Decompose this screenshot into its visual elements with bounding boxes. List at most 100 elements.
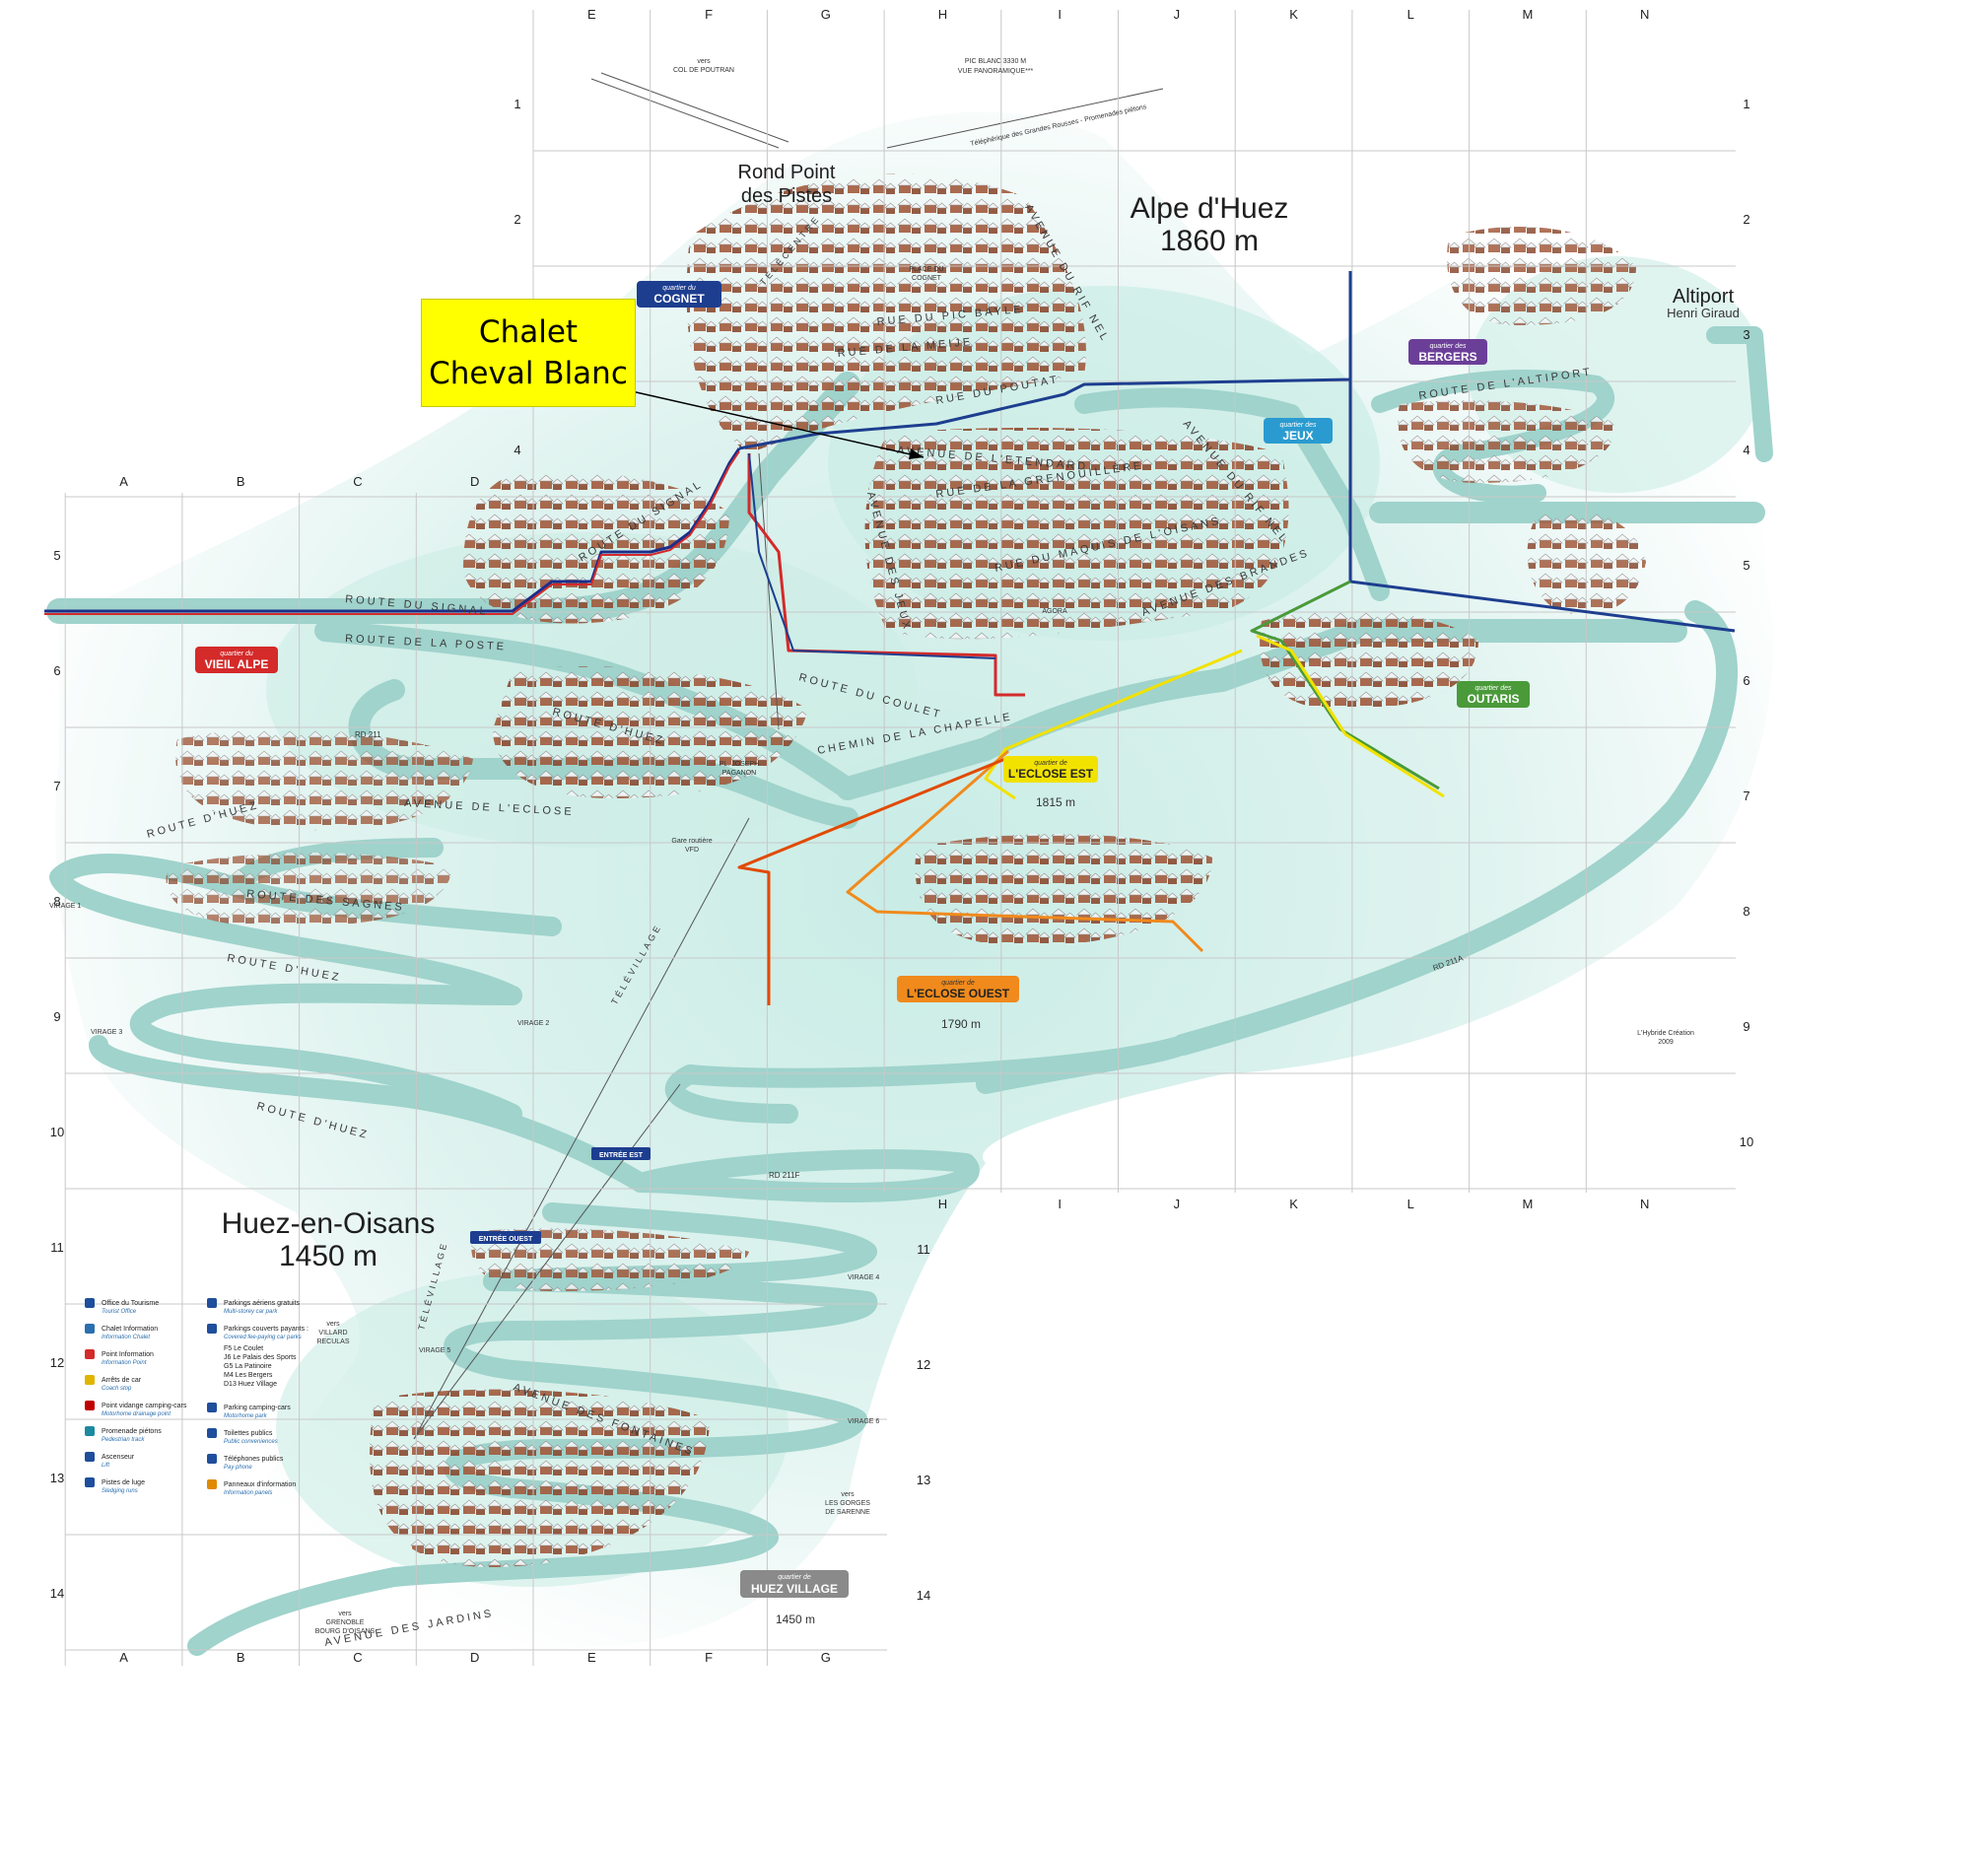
- legend-item-title: Chalet Information: [102, 1326, 158, 1333]
- grid-row-label-mid-lower: 13: [917, 1473, 930, 1487]
- grid-row-label-right: 9: [1743, 1019, 1749, 1034]
- legend-item-title: Parking camping-cars: [224, 1405, 291, 1411]
- legend-item-subtitle: Information Point: [102, 1360, 147, 1366]
- grid-col-label-west: A: [119, 474, 128, 489]
- lift-icon: [85, 1452, 95, 1462]
- svg-text:BERGERS: BERGERS: [1418, 350, 1476, 364]
- svg-text:quartier du: quartier du: [220, 651, 253, 657]
- quartier-eclose-ouest-badge: quartier de L'ECLOSE OUEST: [897, 976, 1019, 1002]
- svg-text:PIC BLANC 3330 M: PIC BLANC 3330 M: [965, 58, 1026, 65]
- huez-village-altitude: 1450 m: [776, 1612, 815, 1626]
- svg-text:vers: vers: [697, 58, 711, 65]
- grid-col-label-west: D: [470, 474, 479, 489]
- alpe-dhuez-name: Alpe d'Huez: [1131, 192, 1289, 225]
- svg-text:quartier de: quartier de: [941, 980, 975, 987]
- huez-en-oisans-name: Huez-en-Oisans: [222, 1207, 436, 1240]
- gare-routiere-2: VFD: [685, 847, 699, 854]
- legend-item-title: Promenade piétons: [102, 1428, 162, 1435]
- map-signature: L'Hybride Création: [1637, 1030, 1694, 1037]
- grid-row-label-left: 5: [53, 548, 60, 563]
- grid-col-label-top: H: [938, 7, 947, 22]
- pl-joseph-paganon: PL. JOSEPH: [720, 761, 759, 768]
- quartier-cognet-badge: quartier du COGNET: [637, 281, 721, 308]
- grid-row-label-mid-lower: 11: [917, 1242, 930, 1257]
- legend-item-subtitle: Pay phone: [224, 1465, 252, 1471]
- legend-item-subtitle: Covered fee-paying car parks: [224, 1335, 302, 1340]
- entree-ouest-badge: ENTRÉE OUEST: [470, 1231, 541, 1244]
- grid-row-label-right: 6: [1743, 673, 1749, 688]
- svg-text:L'ECLOSE OUEST: L'ECLOSE OUEST: [907, 987, 1010, 1000]
- grid-col-label-top: G: [821, 7, 831, 22]
- payphone-icon: [207, 1454, 217, 1464]
- legend-item-subtitle: Information Chalet: [102, 1335, 150, 1340]
- grid-col-label-bottom: C: [353, 1650, 362, 1665]
- tourist-office-icon: [85, 1298, 95, 1308]
- grid-row-label-left: 9: [53, 1009, 60, 1024]
- grid-row-label-right: 4: [1743, 443, 1749, 457]
- grid-col-label-bottom: A: [119, 1650, 128, 1665]
- grid-col-label-top: N: [1640, 7, 1649, 22]
- legend-item-subtitle: Public conveniences: [224, 1439, 278, 1445]
- grid-row-label-right: 10: [1740, 1134, 1753, 1149]
- grid-col-label-top: L: [1407, 7, 1414, 22]
- grid-col-label-top: E: [587, 7, 596, 22]
- legend-item-title: Ascenseur: [102, 1454, 135, 1461]
- grid-col-label-top: K: [1289, 7, 1298, 22]
- grid-row-label-right: 5: [1743, 558, 1749, 573]
- legend-item-title: Téléphones publics: [224, 1456, 284, 1463]
- svg-text:COL DE POUTRAN: COL DE POUTRAN: [673, 67, 734, 74]
- altiport-name: Altiport: [1673, 286, 1735, 308]
- coach-stop-icon: [85, 1375, 95, 1385]
- svg-text:quartier de: quartier de: [778, 1574, 811, 1581]
- rond-point-label: Rond Point: [738, 162, 836, 183]
- svg-text:VUE PANORAMIQUE***: VUE PANORAMIQUE***: [958, 68, 1034, 75]
- legend-item-title: Point vidange camping-cars: [102, 1403, 187, 1409]
- grid-row-label-left: 6: [53, 663, 60, 678]
- legend-item-title: Panneaux d'information: [224, 1481, 296, 1488]
- grid-col-label-top: F: [705, 7, 713, 22]
- legend-item-title: Pistes de luge: [102, 1479, 145, 1486]
- motorhome-park-icon: [207, 1403, 217, 1412]
- grid-col-label-west: C: [353, 474, 362, 489]
- map-signature-year: 2009: [1658, 1039, 1674, 1046]
- place-du-cognet: PLACE DU: [909, 266, 943, 273]
- svg-text:quartier des: quartier des: [1280, 422, 1317, 429]
- legend-item-subtitle: Information panels: [224, 1490, 272, 1496]
- grid-row-label-left: 7: [53, 779, 60, 793]
- grid-row-label-left: 10: [50, 1125, 64, 1139]
- grid-row-label-right: 7: [1743, 789, 1749, 803]
- svg-text:GRENOBLE: GRENOBLE: [326, 1619, 365, 1626]
- legend-item-title: Parkings aériens gratuits: [224, 1300, 301, 1307]
- grid-col-label-top: J: [1174, 7, 1181, 22]
- grid-row-label-mid-lower: 14: [917, 1588, 930, 1603]
- svg-text:L'ECLOSE EST: L'ECLOSE EST: [1008, 767, 1094, 781]
- grid-row-label-left: 14: [50, 1586, 64, 1601]
- grid-row-label-mid: 2: [514, 212, 520, 227]
- callout-line-1: Chalet: [478, 314, 579, 350]
- grid-col-label-lower: J: [1174, 1197, 1181, 1211]
- grid-col-label-lower: M: [1523, 1197, 1534, 1211]
- buildings: [166, 173, 1646, 1567]
- virage-2: VIRAGE 2: [517, 1020, 549, 1027]
- virage-3: VIRAGE 3: [91, 1029, 122, 1036]
- grid-row-label-left: 13: [50, 1471, 64, 1485]
- grid-col-label-lower: N: [1640, 1197, 1649, 1211]
- virage-4: VIRAGE 4: [848, 1274, 879, 1281]
- svg-text:COGNET: COGNET: [653, 292, 705, 306]
- grid-col-label-lower: H: [938, 1197, 947, 1211]
- grid-row-label-right: 1: [1743, 97, 1749, 111]
- virage-5: VIRAGE 5: [419, 1347, 450, 1354]
- legend-item-subtitle: Motorhome drainage point: [102, 1411, 171, 1417]
- legend-item-title: Parkings couverts payants :: [224, 1326, 308, 1333]
- grid-col-label-bottom: G: [821, 1650, 831, 1665]
- callout-line-2: Cheval Blanc: [429, 356, 628, 391]
- svg-text:BOURG D'OISANS: BOURG D'OISANS: [315, 1628, 376, 1635]
- grid-col-label-lower: L: [1407, 1197, 1414, 1211]
- virage-labels: VIRAGE 1 VIRAGE 2 VIRAGE 3 VIRAGE 4 VIRA…: [49, 903, 879, 1425]
- svg-text:quartier de: quartier de: [1034, 760, 1067, 767]
- parking-free-icon: [207, 1298, 217, 1308]
- svg-text:HUEZ VILLAGE: HUEZ VILLAGE: [751, 1582, 838, 1596]
- svg-text:RECULAS: RECULAS: [316, 1338, 349, 1345]
- grid-col-label-bottom: F: [705, 1650, 713, 1665]
- grid-row-label-right: 2: [1743, 212, 1749, 227]
